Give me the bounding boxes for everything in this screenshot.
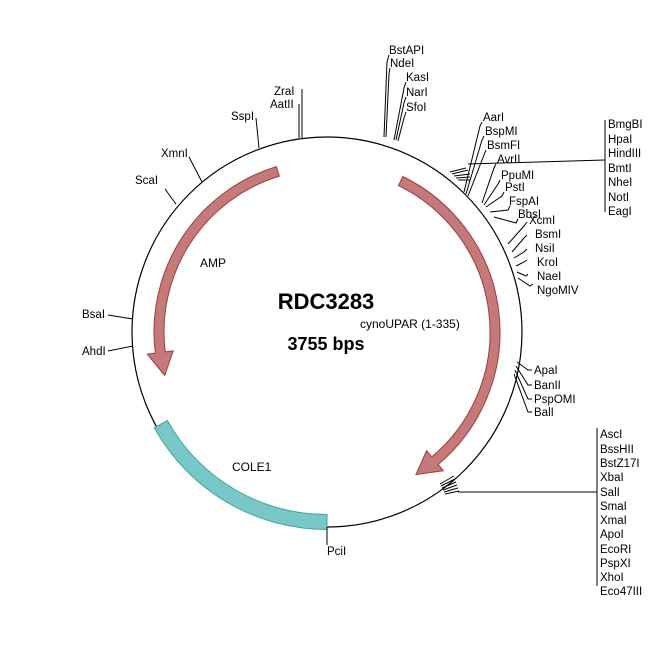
site-label-xhoi: XhoI — [600, 572, 624, 584]
site-label-hindiii: HindIII — [608, 148, 641, 160]
site-label-ngomiv: NgoMIV — [537, 285, 579, 297]
site-label-scai: ScaI — [135, 175, 158, 187]
site-label-bsmi: BsmI — [535, 229, 561, 241]
site-labels: BstAPI NdeI KasI NarI SfoI ZraI AatII Ss… — [82, 45, 643, 598]
site-label-bsai: BsaI — [82, 309, 105, 321]
site-label-nsii: NsiI — [535, 243, 555, 255]
site-label-aari: AarI — [483, 112, 504, 124]
site-label-bmti: BmtI — [608, 163, 632, 175]
site-label-kasi: KasI — [406, 72, 429, 84]
cynoupar-feature-label: cynoUPAR (1-335) — [360, 317, 460, 331]
site-label-nhei: NheI — [608, 177, 632, 189]
site-label-psti: PstI — [505, 182, 525, 194]
site-label-bstz17i: BstZ17I — [600, 458, 640, 470]
site-label-bali: BalI — [534, 407, 554, 419]
site-label-sfoi: SfoI — [406, 102, 426, 114]
site-label-xbai: XbaI — [600, 472, 624, 484]
site-label-pspxi: PspXI — [600, 558, 631, 570]
site-label-pcii: PciI — [327, 546, 346, 558]
site-label-eco47iii: Eco47III — [600, 586, 642, 598]
plasmid-name: RDC3283 — [278, 289, 375, 314]
site-label-naei: NaeI — [537, 271, 561, 283]
site-label-noti: NotI — [608, 192, 629, 204]
site-label-avrii: AvrII — [497, 154, 520, 166]
site-label-xmni: XmnI — [161, 148, 188, 160]
site-label-apai: ApaI — [534, 365, 558, 377]
site-label-bstapi: BstAPI — [389, 45, 424, 57]
site-label-kroi: KroI — [537, 257, 558, 269]
site-label-asci: AscI — [600, 429, 622, 441]
cole1-feature-label: COLE1 — [232, 460, 272, 474]
site-label-sspi: SspI — [231, 111, 254, 123]
site-label-bspmi: BspMI — [485, 126, 518, 138]
amp-feature-label: AMP — [200, 256, 226, 270]
site-label-hpai: HpaI — [608, 134, 632, 146]
cynouparr-feature-arrow — [397, 175, 501, 476]
site-label-apoi: ApoI — [600, 529, 624, 541]
site-label-pspomi: PspOMI — [534, 394, 576, 406]
site-label-ahdi: AhdI — [82, 346, 106, 358]
site-leader-lines — [107, 54, 606, 586]
site-label-nari: NarI — [406, 87, 428, 99]
plasmid-size: 3755 bps — [287, 334, 364, 354]
site-label-smai: SmaI — [600, 501, 627, 513]
site-label-aatii: AatII — [270, 99, 294, 111]
site-label-ecori: EcoRI — [600, 544, 631, 556]
site-label-banii: BanII — [534, 380, 561, 392]
site-label-xmai: XmaI — [600, 515, 627, 527]
site-label-bsmfi: BsmFI — [487, 140, 520, 152]
site-label-eagi: EagI — [608, 206, 632, 218]
site-label-bmgbi: BmgBI — [608, 119, 643, 131]
site-label-xcmi: XcmI — [529, 215, 555, 227]
amp-feature-arrow — [146, 165, 280, 377]
site-label-ndei: NdeI — [390, 58, 414, 70]
site-label-bsshii: BssHII — [600, 444, 634, 456]
site-label-zrai: ZraI — [274, 86, 294, 98]
site-label-sali: SalI — [600, 487, 620, 499]
site-label-bbsi: BbsI — [518, 209, 541, 221]
cole1-feature — [153, 419, 328, 531]
site-label-ppumi: PpuMI — [501, 170, 534, 182]
site-label-fspai: FspAI — [509, 196, 539, 208]
